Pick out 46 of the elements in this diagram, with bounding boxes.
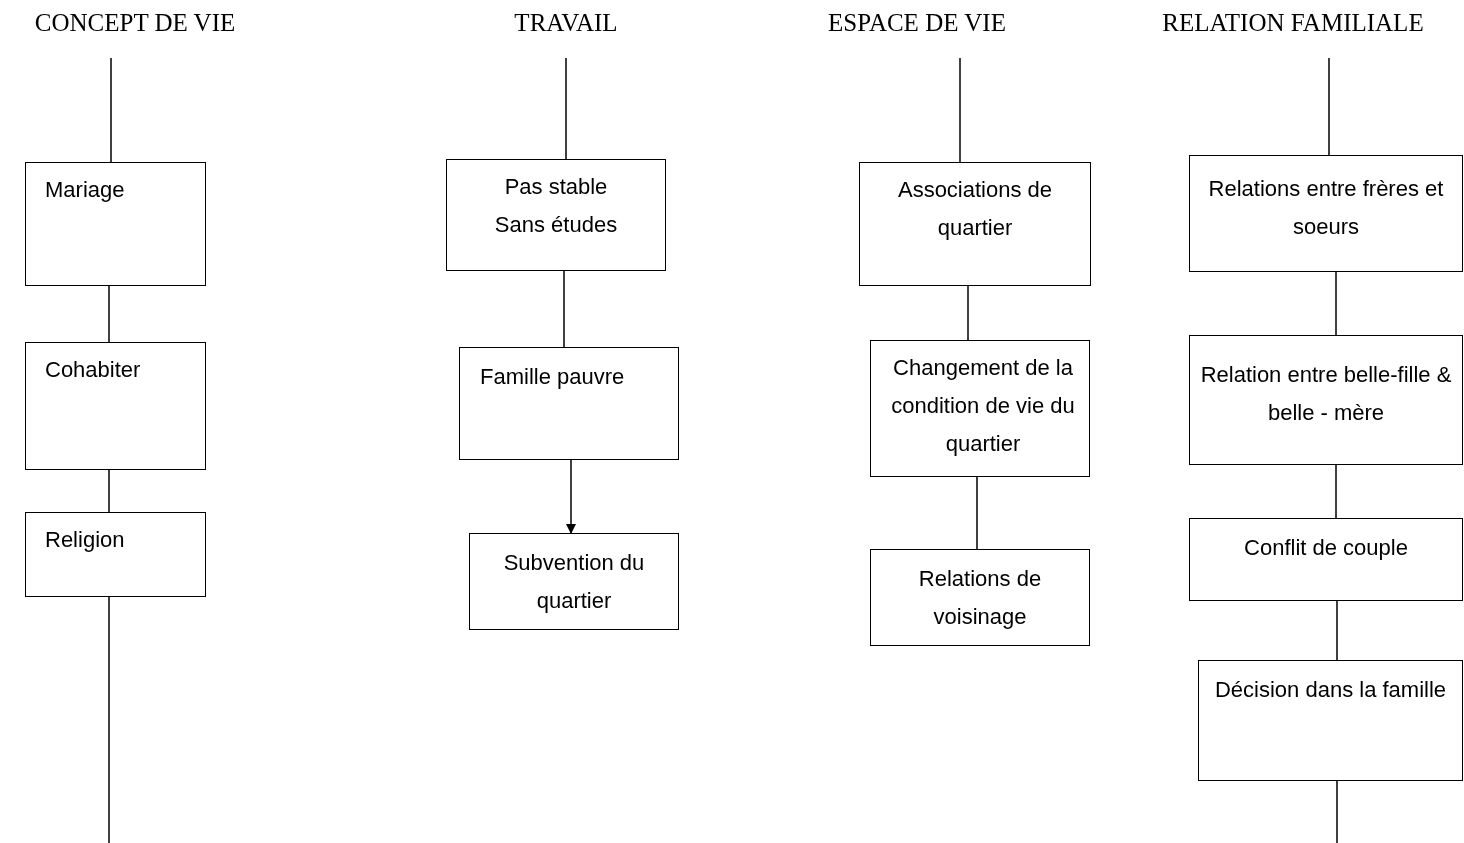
connector-line <box>110 57 112 163</box>
connector-line <box>1335 271 1337 336</box>
box-text: Pas stable <box>503 173 609 201</box>
connector-line <box>967 285 969 341</box>
box-text: Associations de quartier <box>896 176 1054 242</box>
box-text: Décision dans la famille <box>1213 676 1448 704</box>
connector-line <box>1335 464 1337 519</box>
process-box <box>25 342 206 470</box>
connector-line <box>1336 600 1338 661</box>
process-box <box>870 340 1090 477</box>
connector-line <box>108 285 110 343</box>
box-text: Mariage <box>45 176 126 204</box>
column-heading: TRAVAIL <box>466 8 666 38</box>
process-box <box>446 159 666 271</box>
box-text: Relations de voisinage <box>917 565 1043 631</box>
box-text: Subvention du quartier <box>502 549 646 615</box>
process-box <box>1189 518 1463 601</box>
process-box <box>25 162 206 286</box>
connector-line <box>1328 57 1330 156</box>
process-box <box>859 162 1091 286</box>
process-box <box>25 512 206 597</box>
box-text: Sans études <box>493 211 619 239</box>
connector-line <box>108 469 110 513</box>
box-text: Changement de la condition de vie du quartier <box>890 354 1076 458</box>
box-text: Relation entre belle-fille & belle - mère <box>1199 361 1453 427</box>
process-box <box>1198 660 1463 781</box>
connector-line <box>959 57 961 163</box>
process-box <box>1189 335 1463 465</box>
arrow <box>566 459 576 534</box>
box-text: Relations entre frères et soeurs <box>1207 175 1445 241</box>
process-box <box>469 533 679 630</box>
box-text: Religion <box>45 526 126 554</box>
column-heading: RELATION FAMILIALE <box>1128 8 1458 38</box>
process-box <box>1189 155 1463 272</box>
column-heading: ESPACE DE VIE <box>812 8 1022 38</box>
box-text: Conflit de couple <box>1243 534 1409 562</box>
process-box <box>870 549 1090 646</box>
process-box <box>459 347 679 460</box>
connector-line <box>565 57 567 160</box>
connector-line <box>976 476 978 550</box>
connector-line <box>108 596 110 843</box>
box-text: Cohabiter <box>45 356 142 384</box>
connector-line <box>563 270 565 348</box>
column-heading: CONCEPT DE VIE <box>5 8 265 38</box>
box-text: Famille pauvre <box>480 363 626 391</box>
connector-line <box>1336 780 1338 843</box>
